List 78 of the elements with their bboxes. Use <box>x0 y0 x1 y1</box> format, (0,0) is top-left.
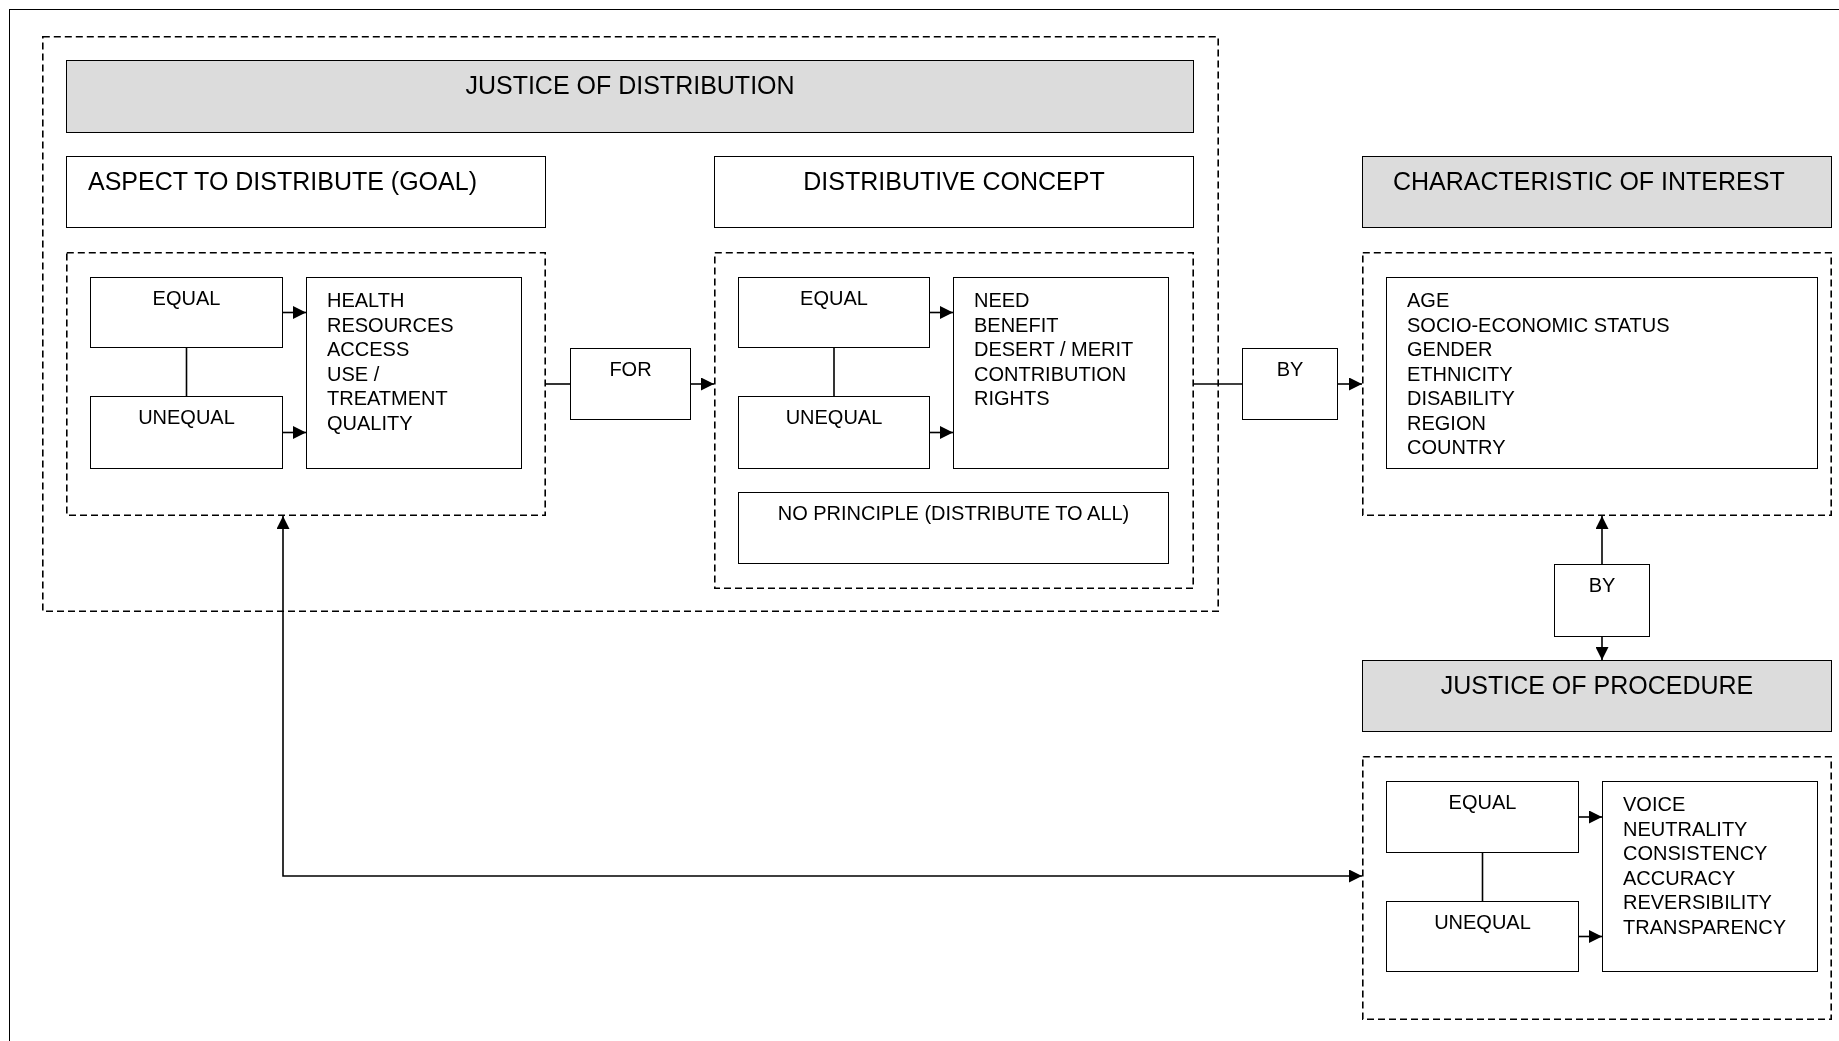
heading-box <box>66 60 1194 133</box>
list-item: TRANSPARENCY <box>1623 914 1786 939</box>
box-label: UNEQUAL <box>1434 911 1531 934</box>
list-item: AGE <box>1407 288 1450 313</box>
box-label: JUSTICE OF DISTRIBUTION <box>465 71 795 100</box>
connector-line <box>545 383 571 385</box>
list-item: ACCESS <box>327 337 410 362</box>
box-outline <box>42 36 1219 612</box>
label-box <box>738 396 930 469</box>
list-box <box>1386 277 1818 469</box>
box-label: FOR <box>609 358 652 381</box>
arrow <box>1595 515 1609 565</box>
heading-box <box>1362 660 1832 732</box>
list-item: DESERT / MERIT <box>974 337 1134 362</box>
list-item: CONTRIBUTION <box>974 361 1127 386</box>
list-item: CONSISTENCY <box>1623 841 1768 866</box>
box-outline <box>1362 252 1832 516</box>
label-box <box>90 396 283 469</box>
label-box <box>738 277 930 348</box>
label-box <box>1386 781 1579 853</box>
label-box <box>1554 564 1650 637</box>
list-box <box>1602 781 1818 972</box>
list-item: COUNTRY <box>1407 435 1506 460</box>
list-item: REGION <box>1407 410 1486 435</box>
box-outline <box>1362 756 1832 1020</box>
box-label: UNEQUAL <box>138 406 235 429</box>
arrow <box>929 306 954 319</box>
box-label: BY <box>1276 358 1304 381</box>
arrow <box>1578 930 1603 943</box>
arrow <box>1578 810 1603 824</box>
label-box <box>1386 901 1579 972</box>
box-label: EQUAL <box>800 287 868 310</box>
list-item: VOICE <box>1623 792 1686 817</box>
list-box <box>953 277 1169 469</box>
list-item: REVERSIBILITY <box>1623 890 1772 915</box>
list-item: HEALTH <box>327 288 405 313</box>
box-label: EQUAL <box>152 287 221 310</box>
label-box <box>90 277 283 348</box>
list-item: USE / TREATMENT <box>327 361 449 411</box>
arrow <box>282 426 307 439</box>
list-item: QUALITY <box>327 410 413 435</box>
arrow <box>276 515 1363 883</box>
box-label: BY <box>1588 574 1616 597</box>
arrow <box>929 426 954 439</box>
arrow <box>1337 377 1363 391</box>
header-box <box>66 156 546 228</box>
arrow <box>1595 636 1609 661</box>
box-label: CHARACTERISTIC OF INTEREST <box>1393 167 1785 196</box>
arrow <box>690 377 715 391</box>
connector-line <box>1193 383 1243 385</box>
box-outline <box>714 252 1194 589</box>
box-label: JUSTICE OF PROCEDURE <box>1440 671 1754 700</box>
label-box <box>570 348 691 420</box>
box-outline <box>66 252 546 516</box>
box-label: ASPECT TO DISTRIBUTE (GOAL) <box>88 167 477 196</box>
box-label: EQUAL <box>1448 791 1517 814</box>
list-item: RESOURCES <box>327 312 454 337</box>
label-box <box>1242 348 1338 420</box>
heading-box <box>1362 156 1832 228</box>
list-item: RIGHTS <box>974 386 1050 411</box>
list-item: ETHNICITY <box>1407 361 1513 386</box>
list-item: DISABILITY <box>1407 386 1515 411</box>
label-box <box>738 492 1169 564</box>
list-box <box>306 277 522 469</box>
list-item: NEED <box>974 288 1030 313</box>
arrow <box>282 306 307 319</box>
list-item: BENEFIT <box>974 312 1059 337</box>
list-item: NEUTRALITY <box>1623 816 1748 841</box>
box-label: DISTRIBUTIVE CONCEPT <box>803 167 1105 196</box>
box-label: NO PRINCIPLE (DISTRIBUTE TO ALL) <box>777 502 1130 525</box>
list-item: ACCURACY <box>1623 865 1736 890</box>
list-item: GENDER <box>1407 337 1493 362</box>
connector-line <box>833 347 835 397</box>
list-item: SOCIO-ECONOMIC STATUS <box>1407 312 1670 337</box>
box-label: UNEQUAL <box>785 406 883 429</box>
connector-line <box>1481 852 1484 902</box>
connector-line <box>185 347 188 397</box>
header-box <box>714 156 1194 228</box>
